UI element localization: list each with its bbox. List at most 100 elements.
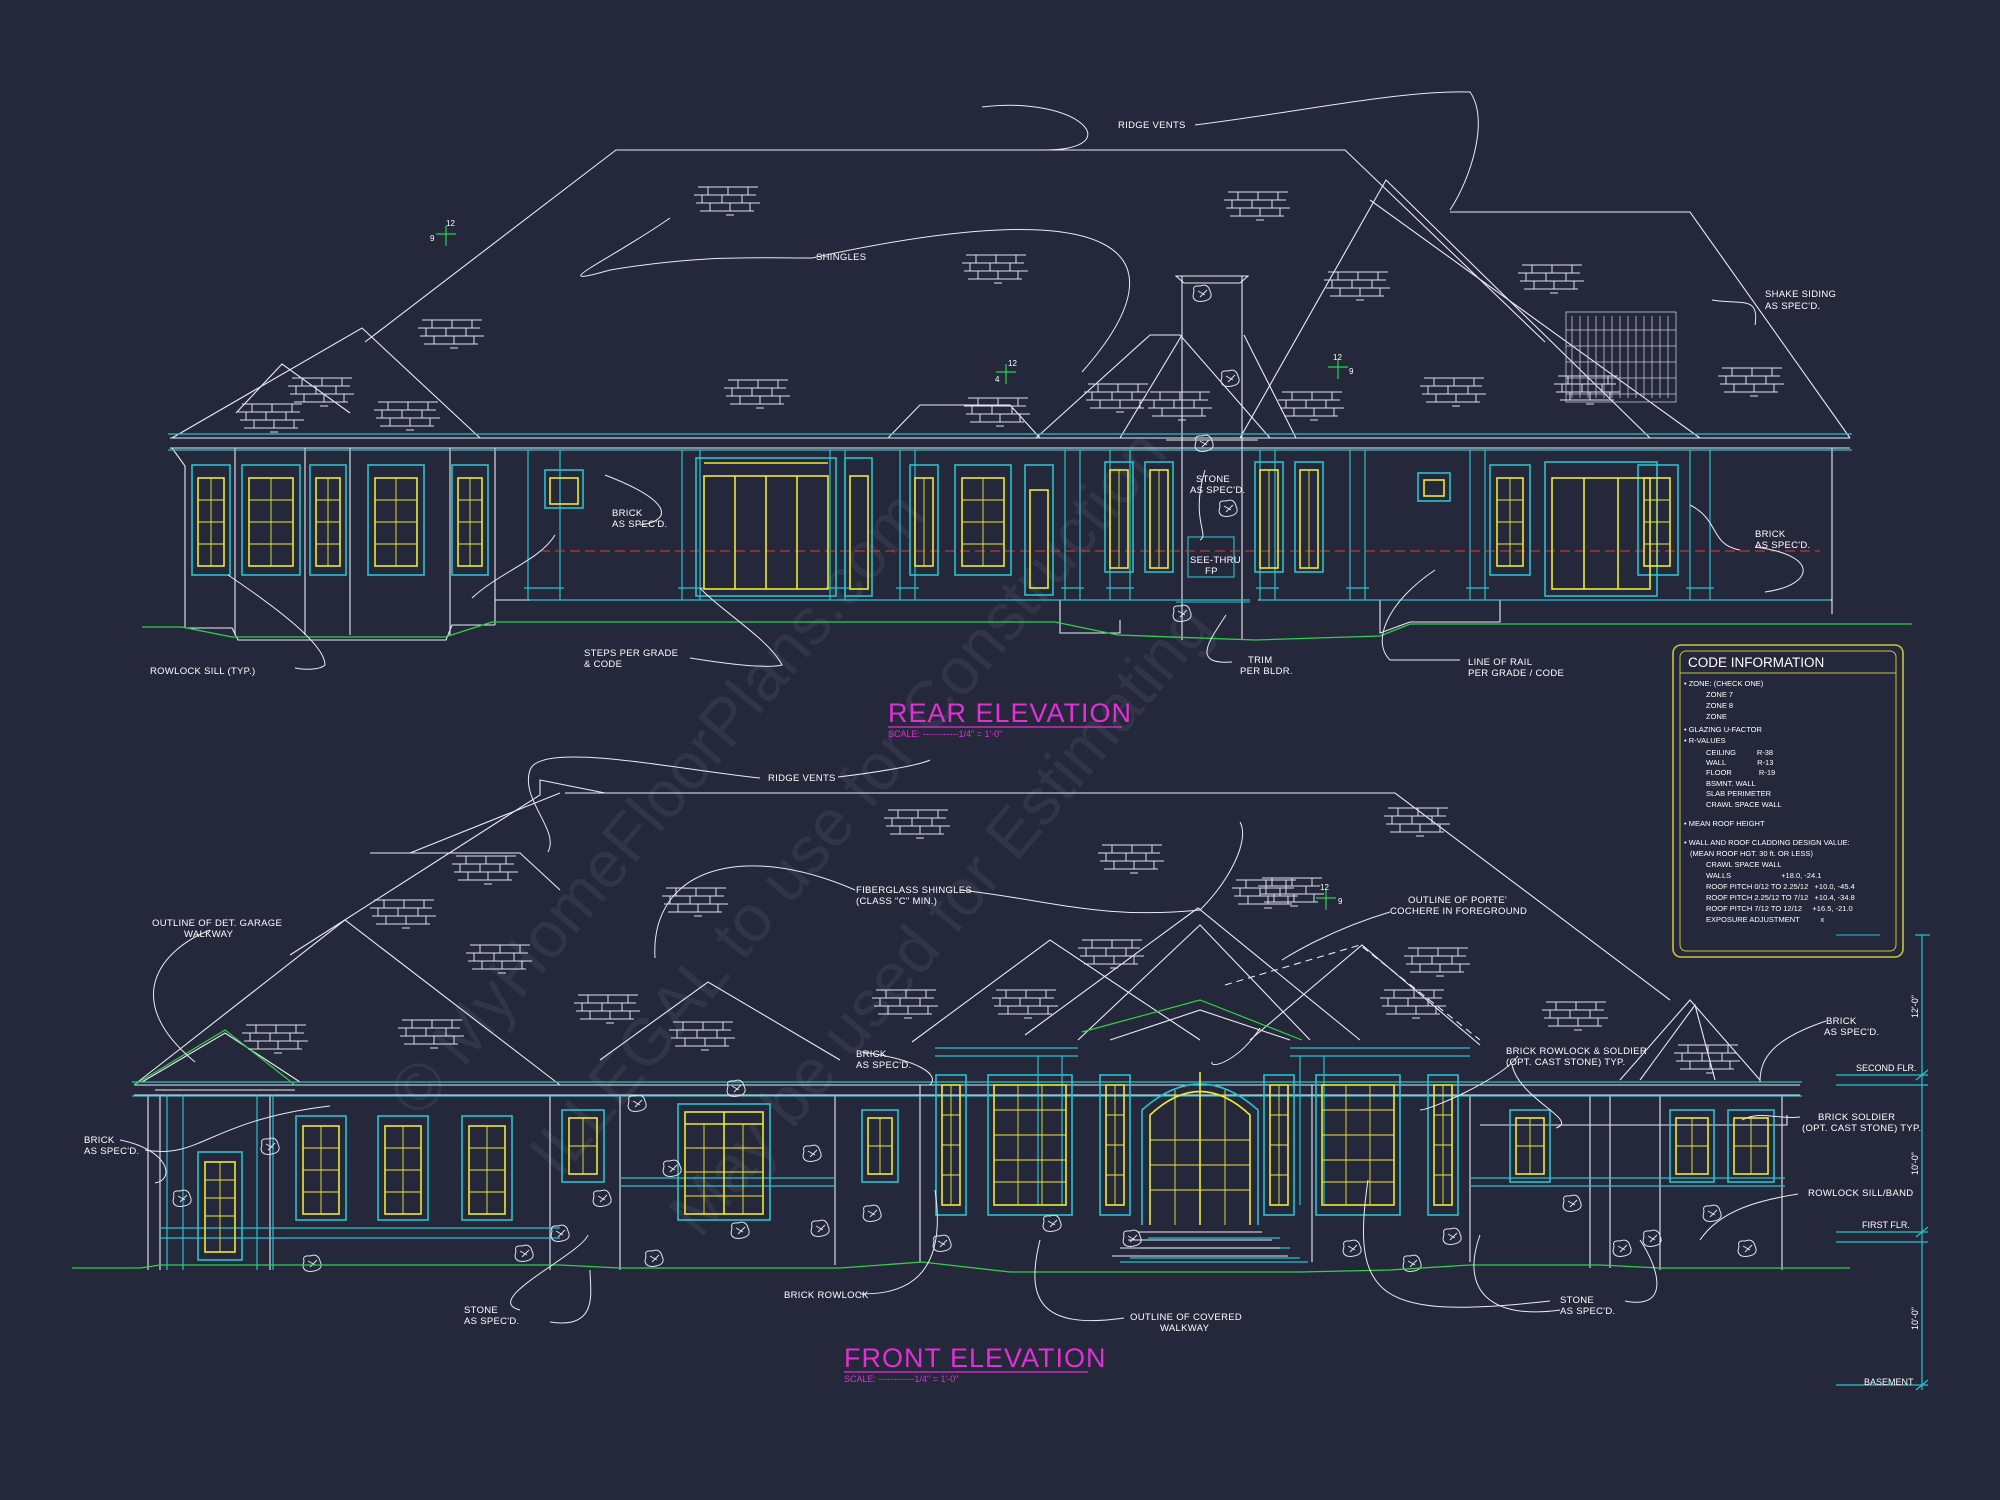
front-note-fiber-2: (CLASS "C" MIN.) [856, 896, 937, 907]
rear-note-fp-2: FP [1205, 566, 1218, 577]
rear-note-rail-1: LINE OF RAIL [1468, 657, 1532, 668]
code-line: ROOF PITCH 7/12 TO 12/12 +16.5, -21.0 [1706, 904, 1853, 913]
code-line: • R-VALUES [1684, 736, 1726, 745]
rear-pitch-b-run: 12 [1008, 359, 1017, 368]
rear-note-shake-2: AS SPEC'D. [1765, 301, 1821, 312]
front-note-porte-1: OUTLINE OF PORTE' [1408, 895, 1507, 906]
level-first-floor: FIRST FLR. [1862, 1220, 1910, 1230]
code-line: (MEAN ROOF HGT. 30 ft. OR LESS) [1690, 849, 1813, 858]
rear-pitch-c-rise: 9 [1349, 367, 1354, 376]
rear-note-rowlock: ROWLOCK SILL (TYP.) [150, 666, 255, 677]
front-pitch-run: 12 [1320, 883, 1329, 892]
code-info-title: CODE INFORMATION [1688, 655, 1824, 670]
level-basement: BASEMENT [1864, 1377, 1914, 1387]
front-roof [133, 779, 1761, 1086]
code-line: ZONE 8 [1706, 701, 1733, 710]
front-grade-line [72, 1261, 1850, 1273]
front-windows [197, 1072, 1775, 1261]
code-line: CRAWL SPACE WALL [1706, 860, 1782, 869]
front-note-brick-c1: BRICK [1826, 1016, 1857, 1027]
rear-pitch-c-run: 12 [1333, 353, 1342, 362]
code-line: CRAWL SPACE WALL [1706, 800, 1782, 809]
rear-trim [168, 433, 1852, 601]
front-entry-steps [1112, 1231, 1288, 1257]
front-note-stone-a2: AS SPEC'D. [464, 1316, 520, 1327]
rear-note-fp-1: SEE-THRU [1190, 555, 1241, 566]
front-elevation-scale: SCALE: ------------1/4" = 1'-0" [844, 1374, 958, 1384]
front-leaders [119, 756, 1827, 1324]
rear-shake-siding [1565, 311, 1677, 403]
code-line: ROOF PITCH 0/12 TO 2.25/12 +10.0, -45.4 [1706, 882, 1855, 891]
front-note-rowsold-2: (OPT. CAST STONE) TYP. [1506, 1057, 1625, 1068]
code-line: ROOF PITCH 2.25/12 TO 7/12 +10.4, -34.8 [1706, 893, 1855, 902]
rear-note-ridge-vents: RIDGE VENTS [1118, 120, 1186, 131]
front-note-brick-rowlock: BRICK ROWLOCK [784, 1290, 869, 1301]
code-line: • GLAZING U-FACTOR [1684, 725, 1762, 734]
code-line: ZONE 7 [1706, 690, 1733, 699]
code-line: WALL R-13 [1706, 758, 1773, 767]
rear-elevation-title: REAR ELEVATION [888, 698, 1132, 728]
rear-note-rail-2: PER GRADE / CODE [1468, 668, 1564, 679]
dim-middle: 10'-0" [1910, 1152, 1920, 1175]
rear-note-shingles: SHINGLES [816, 252, 866, 263]
front-elevation-title: FRONT ELEVATION [844, 1343, 1107, 1373]
code-line: BSMNT. WALL [1706, 779, 1756, 788]
front-note-soldier-2: (OPT. CAST STONE) TYP. [1802, 1123, 1921, 1134]
front-note-brick-b1: BRICK [856, 1049, 887, 1060]
rear-leaders [227, 91, 1804, 670]
front-pitch-rise: 9 [1338, 897, 1343, 906]
front-note-fiber-1: FIBERGLASS SHINGLES [856, 885, 972, 896]
rear-note-trim-1: TRIM [1248, 655, 1272, 666]
code-info-box: CODE INFORMATION • ZONE: (CHECK ONE) ZON… [1672, 644, 1904, 958]
level-second-floor: SECOND FLR. [1856, 1063, 1917, 1073]
rear-note-brick-a1: BRICK [612, 508, 643, 519]
front-pitch-symbol [1316, 890, 1336, 910]
rear-note-stone-1: STONE [1196, 474, 1230, 485]
rear-elevation: 12 9 4 12 12 9 RIDGE VENTS [142, 91, 1912, 739]
rear-grade-line [142, 621, 1912, 641]
front-note-garage-2: WALKWAY [184, 929, 234, 940]
rear-pitch-a-rise: 9 [430, 234, 435, 243]
rear-windows [191, 457, 1679, 597]
dim-upper: 12'-0" [1910, 995, 1920, 1018]
rear-elevation-scale: SCALE: ------------1/4" = 1'-0" [888, 729, 1002, 739]
front-note-stone-a1: STONE [464, 1305, 498, 1316]
rear-pitch-a-run: 12 [446, 219, 455, 228]
front-note-walk-2: WALKWAY [1160, 1323, 1210, 1334]
code-line: CEILING R-38 [1706, 748, 1773, 757]
front-elevation: 12 9 [72, 756, 1930, 1391]
code-line: • MEAN ROOF HEIGHT [1684, 819, 1765, 828]
code-line: EXPOSURE ADJUSTMENT x [1706, 915, 1824, 924]
front-note-soldier-1: BRICK SOLDIER [1818, 1112, 1895, 1123]
front-note-ridge-vents: RIDGE VENTS [768, 773, 836, 784]
front-note-rowlock-band: ROWLOCK SILL/BAND [1808, 1188, 1913, 1199]
front-note-stone-b1: STONE [1560, 1295, 1594, 1306]
code-line: • ZONE: (CHECK ONE) [1684, 679, 1764, 688]
code-line: FLOOR R-19 [1706, 768, 1775, 777]
code-line: WALLS +18.0, -24.1 [1706, 871, 1821, 880]
rear-pitch-b-rise: 4 [995, 375, 1000, 384]
rear-note-stone-2: AS SPEC'D. [1190, 485, 1246, 496]
front-note-walk-1: OUTLINE OF COVERED [1130, 1312, 1242, 1323]
rear-note-brick-b2: AS SPEC'D. [1755, 540, 1811, 551]
rear-roof [171, 149, 1851, 439]
front-note-stone-b2: AS SPEC'D. [1560, 1306, 1616, 1317]
front-walls [134, 1032, 1800, 1270]
rear-note-steps-2: & CODE [584, 659, 622, 670]
rear-note-shake-1: SHAKE SIDING [1765, 289, 1836, 300]
front-note-garage-1: OUTLINE OF DET. GARAGE [152, 918, 282, 929]
front-note-brick-b2: AS SPEC'D. [856, 1060, 912, 1071]
rear-brick-hatch [237, 186, 1785, 433]
front-trim [132, 999, 1802, 1270]
rear-note-trim-2: PER BLDR. [1240, 666, 1293, 677]
front-note-porte-2: COCHERE IN FOREGROUND [1390, 906, 1527, 917]
code-line: SLAB PERIMETER [1706, 789, 1772, 798]
rear-note-steps-1: STEPS PER GRADE [584, 648, 678, 659]
front-note-rowsold-1: BRICK ROWLOCK & SOLDIER [1506, 1046, 1647, 1057]
dim-lower: 10'-0" [1910, 1307, 1920, 1330]
rear-pitch-symbols [436, 226, 1348, 384]
front-note-brick-c2: AS SPEC'D. [1824, 1027, 1880, 1038]
code-line: • WALL AND ROOF CLADDING DESIGN VALUE: [1684, 838, 1850, 847]
rear-chimney [1166, 275, 1258, 640]
front-note-brick-a2: AS SPEC'D. [84, 1146, 140, 1157]
